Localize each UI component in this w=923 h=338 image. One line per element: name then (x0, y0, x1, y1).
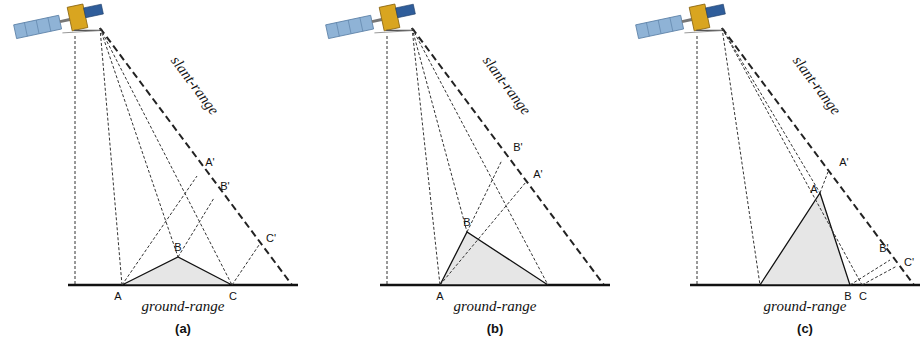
point-label: B' (220, 181, 229, 192)
point-label: A (114, 291, 121, 302)
point-label: B (174, 242, 181, 253)
axis-label: slant-range (480, 53, 533, 117)
point-label: B' (513, 142, 522, 153)
point-label: A (810, 184, 817, 195)
point-label: A' (533, 169, 542, 180)
point-label: A' (839, 157, 848, 168)
panel-caption: (a) (175, 322, 191, 335)
axis-label: slant-range (168, 53, 221, 117)
point-label: A' (205, 157, 214, 168)
point-label: C' (904, 257, 914, 268)
point-label: C (859, 291, 867, 302)
point-label: C' (266, 233, 276, 244)
point-label: C (229, 291, 237, 302)
panel-caption: (c) (797, 322, 813, 335)
panel-caption: (b) (487, 322, 504, 335)
axis-label: ground-range (142, 299, 225, 314)
axis-label: ground-range (764, 299, 847, 314)
axis-label: slant-range (790, 53, 843, 117)
point-label: B (463, 217, 470, 228)
point-label: A (436, 291, 443, 302)
point-label: B' (879, 243, 888, 254)
axis-label: ground-range (454, 299, 537, 314)
